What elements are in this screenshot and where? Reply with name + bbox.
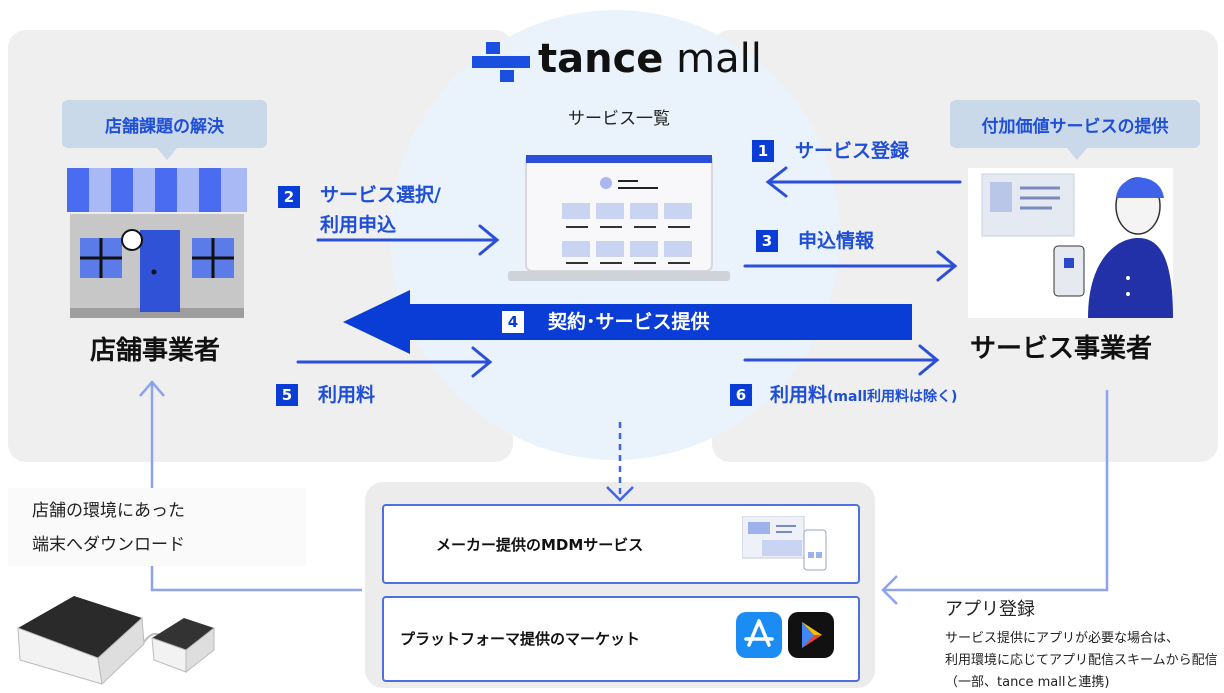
arrow-apply xyxy=(316,224,500,256)
app-register-title: アプリ登録 xyxy=(945,599,1035,620)
app-store-icon[interactable] xyxy=(736,612,782,658)
download-note-line2: 端末へダウンロード xyxy=(32,535,185,555)
step-6-label: 利用料(mall利用料は除く) xyxy=(770,380,957,412)
arrow-fee-provider xyxy=(743,344,940,376)
step-2-label-line1: サービス選択/ xyxy=(320,184,441,206)
app-register-line2: 利用環境に応じてアプリ配信スキームから配信 xyxy=(945,653,1218,668)
app-register-line3: （一部、tance mallと連携) xyxy=(945,675,1110,690)
step-4-badge: 4 xyxy=(502,311,524,333)
step-6-badge: 6 xyxy=(730,384,752,406)
download-note-box xyxy=(8,488,306,566)
store-issue-bubble: 店舗課題の解決 xyxy=(62,100,267,160)
arrow-apply-info xyxy=(743,250,958,282)
step-3-badge: 3 xyxy=(756,230,778,252)
step-5-label: 利用料 xyxy=(318,384,376,406)
tance-mall-logo: tance mall xyxy=(472,36,802,88)
logo-text-tance: tance xyxy=(538,36,664,82)
pos-terminal-illustration xyxy=(17,596,215,686)
platform-market-label: プラットフォーマ提供のマーケット xyxy=(400,630,641,648)
step-6-label-note: (mall利用料は除く) xyxy=(827,389,958,405)
arrow-app-register xyxy=(881,390,1109,605)
devices-icon xyxy=(742,516,827,571)
step-1-label: サービス登録 xyxy=(795,140,910,162)
download-note-line1: 店舗の環境にあった xyxy=(32,501,185,521)
arrow-contract-service xyxy=(343,290,912,354)
arrow-fee-store xyxy=(296,346,493,378)
store-illustration xyxy=(67,168,247,318)
step-4-label: 契約･サービス提供 xyxy=(548,311,710,333)
app-register-line1: サービス提供にアプリが必要な場合は、 xyxy=(945,631,1180,646)
google-play-icon[interactable] xyxy=(788,612,834,658)
step-6-label-main: 利用料 xyxy=(770,384,828,406)
step-1-badge: 1 xyxy=(752,140,774,162)
service-list-label: サービス一覧 xyxy=(568,109,670,129)
logo-text-mall: mall xyxy=(663,36,762,82)
mdm-service-label: メーカー提供のMDMサービス xyxy=(436,536,644,554)
step-3-label: 申込情報 xyxy=(798,230,875,252)
step-2-badge: 2 xyxy=(278,186,300,208)
step-2-label-line2: 利用申込 xyxy=(320,214,397,236)
arrow-service-register xyxy=(765,166,962,198)
provider-value-bubble: 付加価値サービスの提供 xyxy=(950,100,1200,160)
provider-illustration xyxy=(968,168,1173,318)
store-operator-label: 店舗事業者 xyxy=(90,336,221,366)
logo-mark-icon xyxy=(472,42,530,82)
step-5-badge: 5 xyxy=(276,384,298,406)
arrow-download-store xyxy=(139,380,362,592)
laptop-service-list-icon xyxy=(508,155,730,281)
service-provider-label: サービス事業者 xyxy=(970,334,1153,364)
